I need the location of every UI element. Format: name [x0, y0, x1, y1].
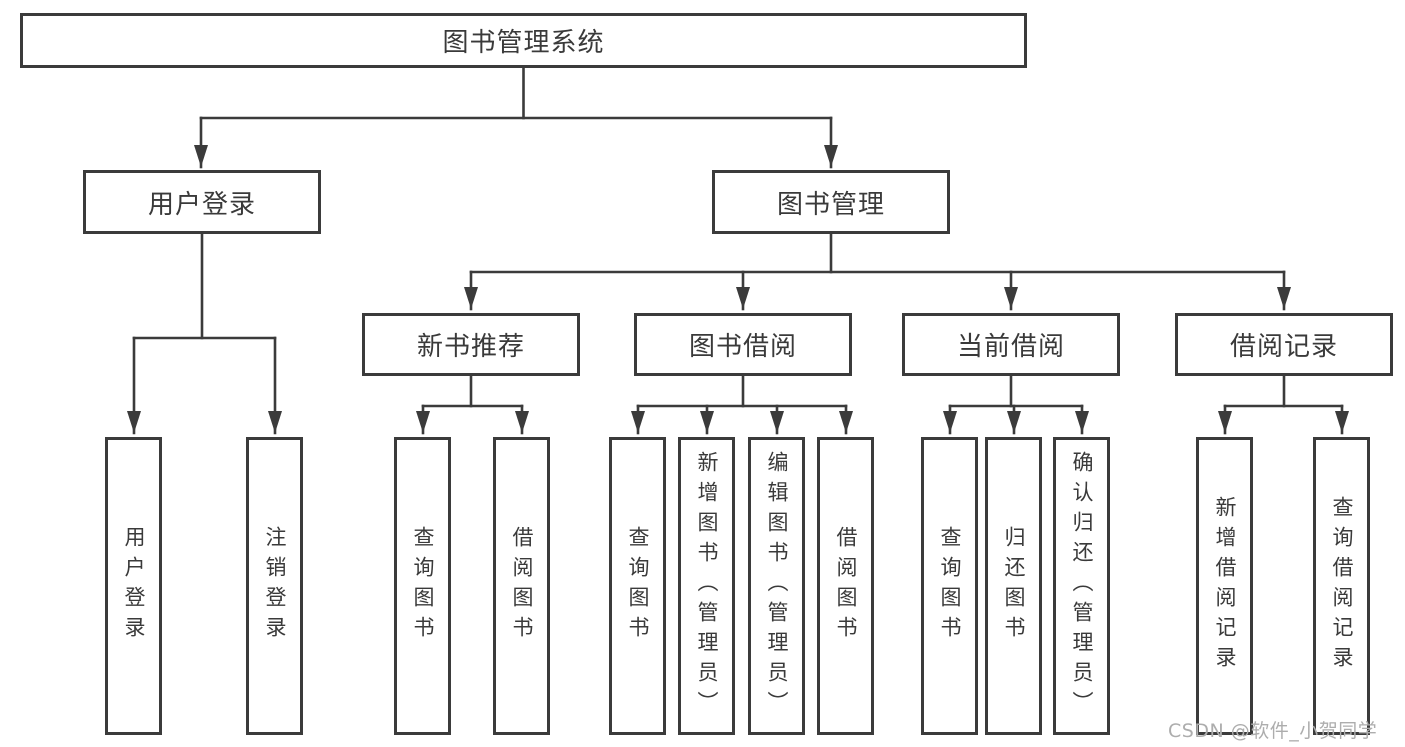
node-label: 确认归还（管理员） [1070, 451, 1094, 721]
node-label: 新增图书（管理员） [695, 451, 719, 721]
node-label: 图书管理 [776, 189, 885, 220]
node-label: 查询图书 [938, 526, 962, 646]
node-label: 借阅记录 [1229, 332, 1338, 362]
leaf-logout: 注销登录 [246, 437, 303, 735]
leaf-query-books: 查询图书 [394, 437, 451, 735]
leaf-user-login: 用户登录 [105, 437, 162, 735]
node-label: 查询图书 [626, 526, 650, 646]
leaf-add-borrow-record: 新增借阅记录 [1196, 437, 1253, 735]
leaf-return-books: 归还图书 [985, 437, 1042, 735]
node-label: 借阅图书 [510, 526, 534, 646]
node-label: 归还图书 [1002, 526, 1026, 646]
leaf-edit-book-admin: 编辑图书（管理员） [748, 437, 805, 735]
node-label: 图书借阅 [688, 332, 797, 362]
node-label: 查询借阅记录 [1330, 496, 1354, 676]
node-library-management-system: 图书管理系统 [20, 13, 1027, 68]
leaf-query-borrow-record: 查询借阅记录 [1313, 437, 1370, 735]
leaf-query-books: 查询图书 [921, 437, 978, 735]
leaf-borrow-books: 借阅图书 [493, 437, 550, 735]
node-book-borrowing: 图书借阅 [634, 313, 852, 376]
node-label: 注销登录 [263, 526, 287, 646]
node-label: 用户登录 [122, 526, 146, 646]
leaf-add-book-admin: 新增图书（管理员） [678, 437, 735, 735]
leaf-query-books: 查询图书 [609, 437, 666, 735]
node-label: 图书管理系统 [442, 28, 605, 58]
node-user-login: 用户登录 [83, 170, 321, 234]
node-book-management: 图书管理 [712, 170, 950, 234]
leaf-confirm-return-admin: 确认归还（管理员） [1053, 437, 1110, 735]
node-borrowing-records: 借阅记录 [1175, 313, 1393, 376]
node-new-book-recommendation: 新书推荐 [362, 313, 580, 376]
csdn-watermark: CSDN @软件_小贺同学 [1168, 720, 1378, 742]
node-label: 查询图书 [411, 526, 435, 646]
node-label: 编辑图书（管理员） [765, 451, 789, 721]
node-label: 新增借阅记录 [1213, 496, 1237, 676]
node-current-borrowing: 当前借阅 [902, 313, 1120, 376]
node-label: 借阅图书 [834, 526, 858, 646]
node-label: 用户登录 [147, 189, 256, 220]
node-label: 新书推荐 [416, 332, 525, 362]
leaf-borrow-books: 借阅图书 [817, 437, 874, 735]
node-label: 当前借阅 [956, 332, 1065, 362]
